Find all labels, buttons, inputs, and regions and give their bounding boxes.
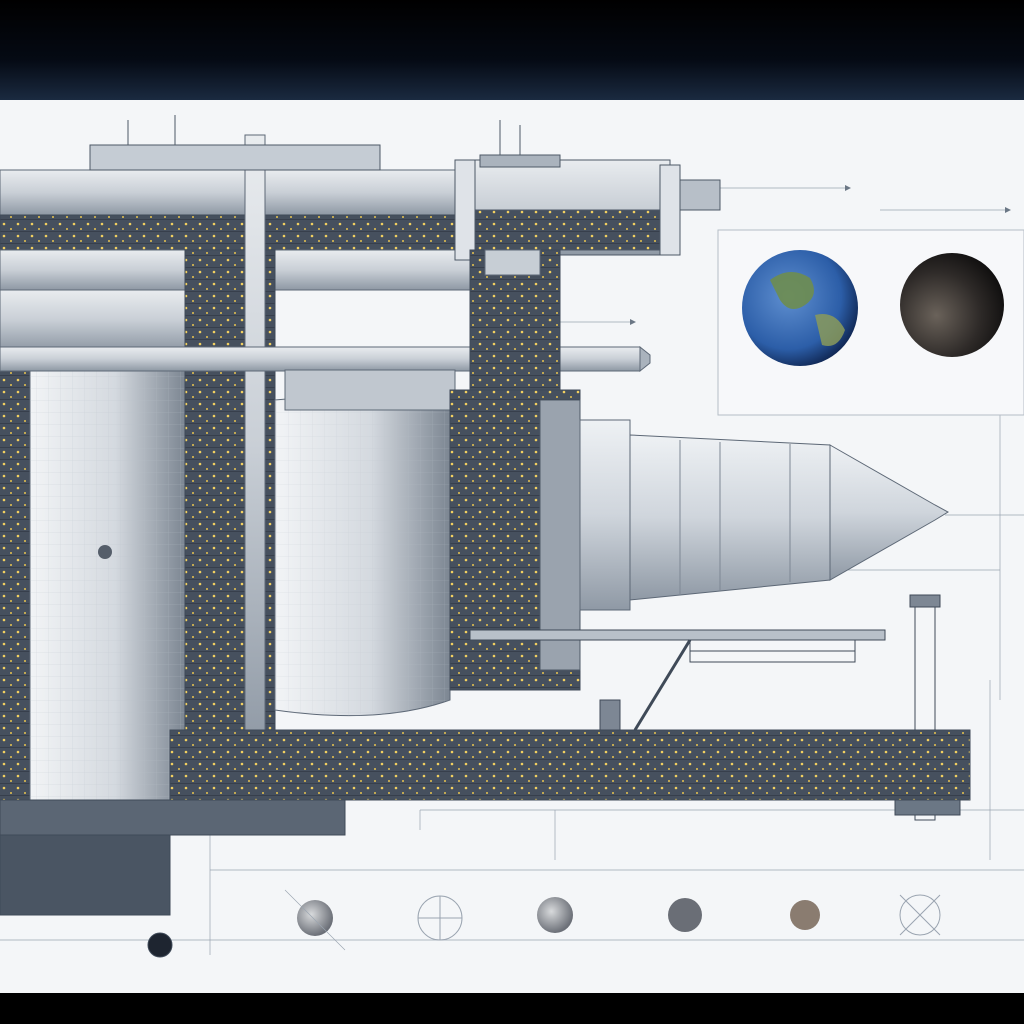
orbital-diagrams [284,889,941,951]
orbital-diagram-icon [537,897,573,933]
orbital-diagram-icon [790,900,820,930]
orbital-diagram-icon [417,895,463,941]
spaceship-illustration [0,115,1024,958]
engine-section [449,249,581,691]
spherical-tank [274,369,456,717]
space-footer-band [0,993,1024,1024]
nose-cone [579,419,950,611]
orbital-diagram-icon [899,894,941,936]
lower-gantry [0,594,971,958]
info-panel-top [717,229,1024,416]
hull-left-section [0,134,471,890]
space-header-band [0,0,1024,100]
earth-globe-icon [742,250,858,366]
orbital-diagram-icon [284,889,346,951]
dark-moon-icon [900,253,1004,357]
orbital-diagram-icon [668,898,702,932]
top-deck [89,115,721,261]
blueprint-sheet [0,100,1024,993]
arrow-markers [630,185,1011,325]
